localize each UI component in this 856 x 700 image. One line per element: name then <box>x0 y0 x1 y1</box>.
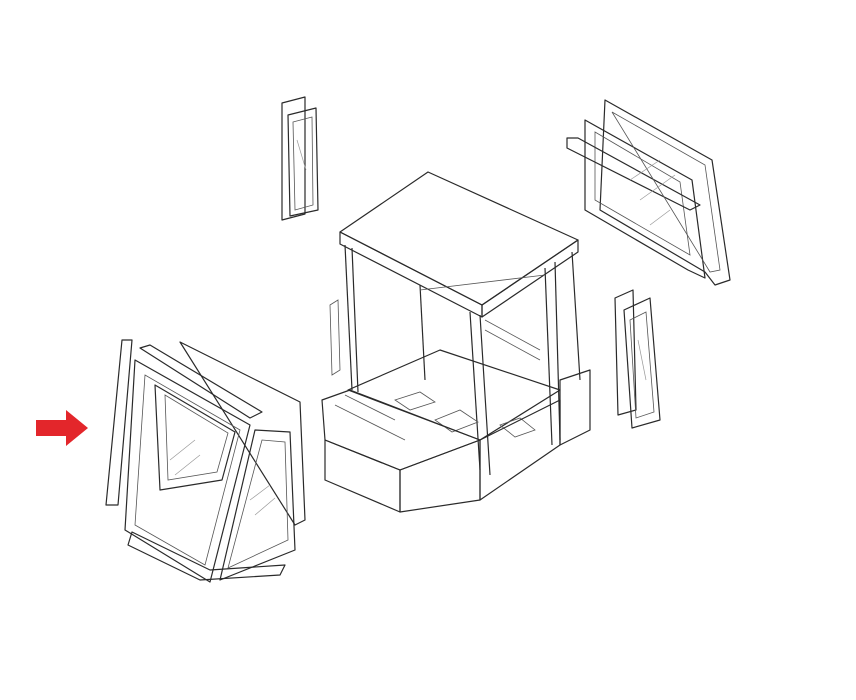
upper-left-glass-strip <box>281 96 319 221</box>
right-side-window <box>566 99 731 286</box>
right-rear-glass-strips <box>614 289 661 429</box>
cab-body <box>321 171 591 513</box>
arrow-icon <box>36 410 88 446</box>
front-windshield-assembly <box>105 339 306 583</box>
